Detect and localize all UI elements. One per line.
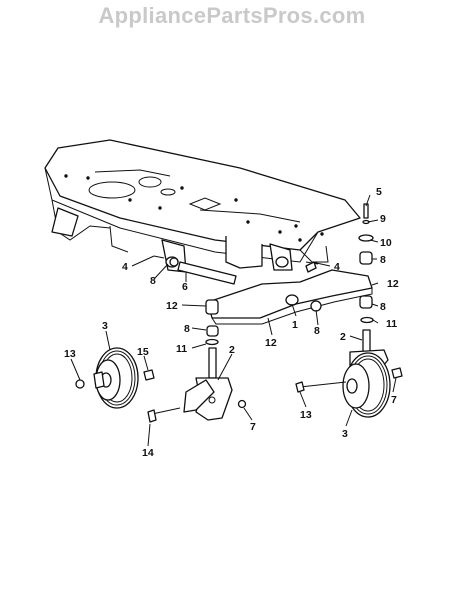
callout-11: 11 <box>176 343 187 355</box>
small-hardware <box>169 257 317 409</box>
callout-7: 7 <box>391 394 397 406</box>
callout-7: 7 <box>250 421 256 433</box>
callout-12: 12 <box>265 337 277 349</box>
callout-8: 8 <box>380 254 386 266</box>
callout-4: 4 <box>122 261 128 273</box>
callout-13: 13 <box>300 409 312 421</box>
watermark: AppliancePartsPros.com <box>98 3 366 28</box>
left-spindle-stack <box>183 299 233 421</box>
callout-labels: 5 9 10 8 4 4 8 6 12 12 8 11 8 1 8 12 11 … <box>64 186 399 459</box>
callout-6: 6 <box>182 281 188 293</box>
callout-8: 8 <box>184 323 190 335</box>
callout-8: 8 <box>314 325 320 337</box>
callout-3: 3 <box>102 320 108 332</box>
callout-2: 2 <box>340 331 346 343</box>
callout-11: 11 <box>386 318 397 330</box>
callout-3: 3 <box>342 428 348 440</box>
front-axle-pivot-hangers <box>153 239 319 285</box>
callout-15: 15 <box>137 346 149 358</box>
callout-14: 14 <box>142 447 154 459</box>
front-axle-beam <box>207 269 373 325</box>
callout-2: 2 <box>229 344 235 356</box>
callout-9: 9 <box>380 213 386 225</box>
callout-8: 8 <box>380 301 386 313</box>
right-wheel <box>295 352 403 418</box>
callout-4: 4 <box>334 261 340 273</box>
callout-5: 5 <box>376 186 382 198</box>
callout-8: 8 <box>150 275 156 287</box>
deck-frame <box>44 139 361 269</box>
callout-1: 1 <box>292 319 298 331</box>
callout-12: 12 <box>166 300 178 312</box>
left-wheel <box>75 347 181 423</box>
callout-13: 13 <box>64 348 76 360</box>
callout-12: 12 <box>387 278 399 290</box>
leader-lines <box>70 194 397 447</box>
callout-10: 10 <box>380 237 392 249</box>
